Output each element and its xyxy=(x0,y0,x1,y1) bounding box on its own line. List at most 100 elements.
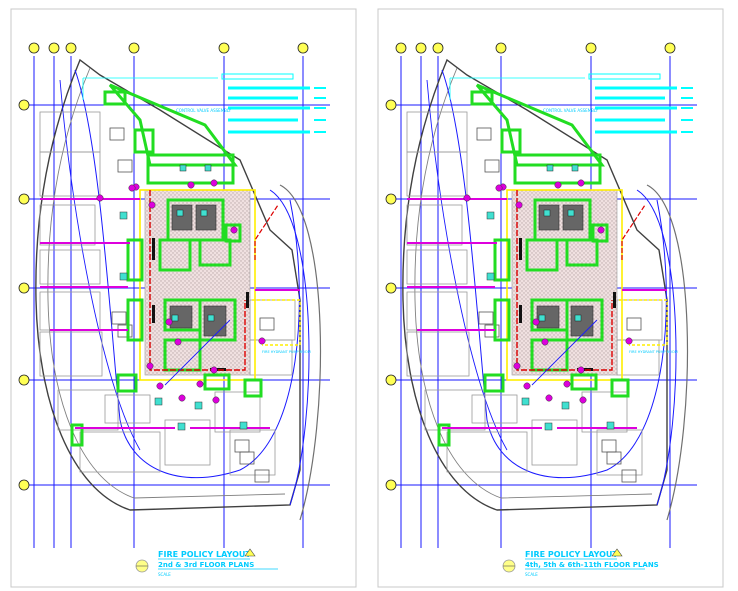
fixture xyxy=(478,311,494,325)
fixture xyxy=(484,159,500,173)
equipment-box xyxy=(574,314,582,322)
sprinkler-head xyxy=(463,194,471,202)
grid-bubble-row xyxy=(385,479,397,491)
fire-hose-cabinet xyxy=(119,272,128,281)
fixture xyxy=(254,469,270,483)
building-inner-outline xyxy=(414,67,653,499)
lift-shaft xyxy=(171,204,193,231)
sprinkler-head xyxy=(210,366,218,374)
service-core xyxy=(610,378,630,398)
lift-shaft xyxy=(195,204,217,231)
wall-segment xyxy=(246,292,249,308)
equipment-box xyxy=(200,209,208,217)
scale-note: SCALE xyxy=(525,572,538,577)
sprinkler-head xyxy=(545,394,553,402)
grid-bubble-column xyxy=(218,42,230,54)
sprinkler-head xyxy=(165,318,173,326)
equipment-box xyxy=(176,209,184,217)
grid-bubble-column xyxy=(415,42,427,54)
diagonal-pipe xyxy=(164,319,231,386)
equipment-box xyxy=(204,164,212,172)
lift-shaft xyxy=(169,305,193,329)
curved-facade-inner xyxy=(269,189,310,506)
fixture xyxy=(234,439,250,453)
sprinkler-head xyxy=(541,338,549,346)
service-core xyxy=(158,238,192,272)
equipment-box xyxy=(571,164,579,172)
leader-line xyxy=(82,77,218,100)
service-core xyxy=(570,373,598,391)
service-core xyxy=(483,373,505,393)
grid-bubble-row xyxy=(385,99,397,111)
room-partition xyxy=(406,331,470,377)
sprinkler-head xyxy=(577,179,585,187)
service-core xyxy=(437,423,451,447)
fixture xyxy=(111,311,127,325)
room-partition xyxy=(406,204,463,246)
fire-hose-cabinet xyxy=(177,422,186,431)
service-core xyxy=(133,128,155,154)
fire-hose-cabinet xyxy=(119,211,128,220)
fixture xyxy=(476,127,492,141)
equipment-box xyxy=(538,314,546,322)
service-core xyxy=(116,373,138,393)
corridor-outline xyxy=(506,189,623,381)
service-core xyxy=(565,298,604,342)
grid-bubble-row xyxy=(18,99,30,111)
radius-arc xyxy=(441,69,667,479)
fire-hose-cabinet xyxy=(194,401,203,410)
sprinkler-head xyxy=(513,362,521,370)
room-partition xyxy=(164,419,211,466)
fixture xyxy=(626,317,642,331)
room-partition xyxy=(406,249,468,285)
sprinkler-head xyxy=(563,380,571,388)
fire-hose-cabinet xyxy=(561,401,570,410)
room-partition xyxy=(104,394,151,424)
sprinkler-head xyxy=(597,226,605,234)
sprinkler-head xyxy=(258,337,266,345)
room-partition xyxy=(406,151,468,197)
fire-hose-cabinet xyxy=(154,397,163,406)
equipment-box xyxy=(546,164,554,172)
revision-triangle xyxy=(611,548,623,557)
grid-bubble-row xyxy=(18,374,30,386)
fire-hose-cabinet xyxy=(239,421,248,430)
equipment-box xyxy=(171,314,179,322)
legend-header-box xyxy=(221,73,294,80)
core-wedge xyxy=(108,83,238,167)
corridor-link xyxy=(619,299,668,346)
lift-shaft xyxy=(203,305,227,337)
sprinkler-head xyxy=(230,226,238,234)
sheet-frame xyxy=(377,8,724,588)
sprinkler-head xyxy=(174,338,182,346)
fixture xyxy=(621,469,637,483)
radius-arc xyxy=(74,69,300,479)
wall-segment xyxy=(152,238,155,260)
fixture xyxy=(109,127,125,141)
grid-bubble-row xyxy=(385,374,397,386)
sprinkler-head xyxy=(178,394,186,402)
curved-facade xyxy=(646,184,689,521)
room-partition xyxy=(39,151,101,197)
scale-note: SCALE xyxy=(158,572,171,577)
fire-hose-cabinet xyxy=(544,422,553,431)
grid-bubble-column xyxy=(585,42,597,54)
sprinkler-head xyxy=(96,194,104,202)
sprinkler-head xyxy=(146,362,154,370)
service-core xyxy=(533,198,592,242)
grid-bubble-column xyxy=(48,42,60,54)
sprinkler-head xyxy=(210,179,218,187)
sheet-subtitle: 4th, 5th & 6th-11th FLOOR PLANS xyxy=(525,561,659,569)
curved-facade-inner xyxy=(636,189,677,506)
note-pump-room: FIRE HYDRANT PUMP ROOM xyxy=(629,350,678,354)
room-partition xyxy=(39,204,96,246)
grid-bubble-column xyxy=(297,42,309,54)
sprinkler-head xyxy=(196,380,204,388)
wall-segment xyxy=(519,305,522,323)
sprinkler-head xyxy=(625,337,633,345)
service-core xyxy=(243,378,263,398)
service-core xyxy=(198,238,232,267)
lift-shaft xyxy=(570,305,594,337)
room-partition xyxy=(531,419,578,466)
sprinkler-head xyxy=(187,181,195,189)
